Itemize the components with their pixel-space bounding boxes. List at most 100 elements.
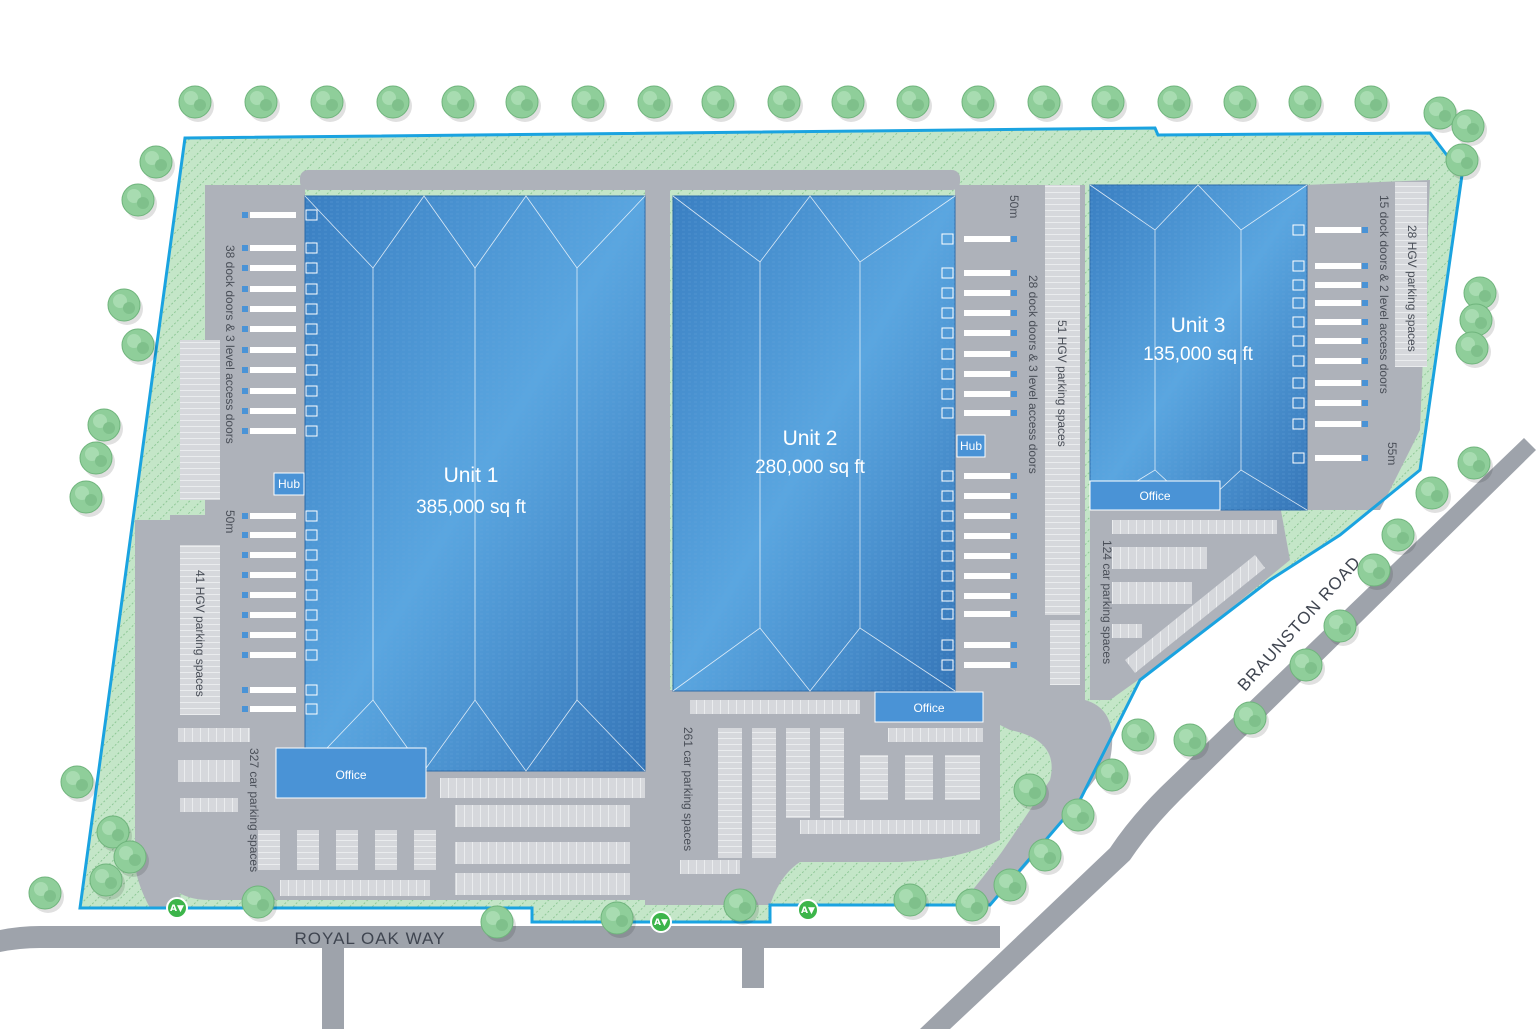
dock-bay xyxy=(941,659,1017,671)
dock-bay xyxy=(1292,224,1368,236)
tree-icon xyxy=(831,85,867,122)
access-point-middle-symbol: A▼ xyxy=(654,918,668,928)
tree-icon xyxy=(1061,798,1097,835)
tree-icon xyxy=(241,885,277,922)
tree-icon xyxy=(1415,476,1451,513)
tree-icon xyxy=(1157,85,1193,122)
dock-bay xyxy=(242,609,318,621)
dock-bay xyxy=(242,589,318,601)
unit-3-building xyxy=(1089,184,1308,511)
dock-bay xyxy=(1292,377,1368,389)
dock-bay xyxy=(941,510,1017,522)
central-spine xyxy=(645,185,670,905)
unit-1-docks-label: 38 dock doors & 3 level access doors xyxy=(223,245,237,444)
tree-icon xyxy=(1455,331,1491,368)
access-point-east-symbol: A▼ xyxy=(801,906,815,916)
unit-2-hub-label: Hub xyxy=(960,439,982,453)
dock-bay xyxy=(242,703,318,715)
unit-3-cars-label: 124 car parking spaces xyxy=(1100,540,1114,664)
dock-bay xyxy=(941,307,1017,319)
access-point-west-symbol: A▼ xyxy=(170,904,184,914)
dock-bay xyxy=(242,209,318,221)
unit-1-yard-depth: 50m xyxy=(223,510,237,533)
unit-2-area: 280,000 sq ft xyxy=(755,457,866,478)
tree-icon xyxy=(69,480,105,517)
tree-icon xyxy=(1091,85,1127,122)
tree-icon xyxy=(1289,648,1325,685)
tree-icon xyxy=(1027,85,1063,122)
tree-icon xyxy=(1381,518,1417,555)
unit-2-cars-label: 261 car parking spaces xyxy=(681,727,695,851)
roads xyxy=(0,438,1536,1029)
unit-1-building xyxy=(304,195,646,772)
tree-icon xyxy=(896,85,932,122)
unit-2-office-label: Office xyxy=(913,701,944,715)
trees xyxy=(28,85,1499,942)
unit-1-name: Unit 1 xyxy=(444,464,499,487)
dock-bay xyxy=(941,407,1017,419)
dock-bay xyxy=(242,510,318,522)
tree-icon xyxy=(1223,85,1259,122)
tree-icon xyxy=(1288,85,1324,122)
dock-bay xyxy=(242,364,318,376)
dock-bay xyxy=(242,405,318,417)
tree-icon xyxy=(1445,143,1481,180)
dock-bay xyxy=(1292,297,1368,309)
tree-icon xyxy=(1354,85,1390,122)
tree-icon xyxy=(1013,773,1049,810)
tree-icon xyxy=(893,883,929,920)
tree-icon xyxy=(121,328,157,365)
tree-icon xyxy=(1173,723,1209,760)
tree-icon xyxy=(993,868,1029,905)
tree-icon xyxy=(1323,609,1359,646)
unit-2-office: Office xyxy=(874,691,984,723)
dock-bay xyxy=(242,242,318,254)
north-access-road xyxy=(300,170,960,190)
tree-icon xyxy=(480,905,516,942)
dock-bay xyxy=(941,287,1017,299)
access-point-middle: A▼ xyxy=(650,911,672,933)
dock-bay xyxy=(941,490,1017,502)
dock-bay xyxy=(941,590,1017,602)
tree-icon xyxy=(1121,718,1157,755)
tree-icon xyxy=(376,85,412,122)
tree-icon xyxy=(310,85,346,122)
unit-2-docks-label: 28 dock doors & 3 level access doors xyxy=(1026,275,1040,474)
dock-bay xyxy=(1292,418,1368,430)
dock-bay xyxy=(941,570,1017,582)
tree-icon xyxy=(121,183,157,220)
tree-icon xyxy=(600,901,636,938)
dock-bay xyxy=(941,233,1017,245)
dock-bay xyxy=(1292,335,1368,347)
dock-bay xyxy=(941,327,1017,339)
dock-bay xyxy=(1292,279,1368,291)
tree-icon xyxy=(96,815,132,852)
tree-icon xyxy=(139,145,175,182)
unit-3-docks-label: 15 dock doors & 2 level access doors xyxy=(1377,195,1391,394)
tree-icon xyxy=(244,85,280,122)
tree-icon xyxy=(1423,96,1459,133)
unit-1-area: 385,000 sq ft xyxy=(416,497,527,518)
tree-icon xyxy=(1095,758,1131,795)
unit-3-office: Office xyxy=(1089,480,1221,511)
dock-bay xyxy=(1292,355,1368,367)
tree-icon xyxy=(637,85,673,122)
braunston-road xyxy=(920,438,1536,1029)
dock-bay xyxy=(941,368,1017,380)
dock-bay xyxy=(941,388,1017,400)
tree-icon xyxy=(701,85,737,122)
royal-oak-way-label: ROYAL OAK WAY xyxy=(295,929,446,948)
unit-3-area: 135,000 sq ft xyxy=(1143,344,1254,365)
dock-bay xyxy=(941,348,1017,360)
unit-2-hub: Hub xyxy=(956,434,986,458)
dock-doors xyxy=(242,209,1368,715)
dock-bay xyxy=(242,529,318,541)
tree-icon xyxy=(1028,838,1064,875)
dock-bay xyxy=(242,344,318,356)
access-point-east: A▼ xyxy=(797,899,819,921)
dock-bay xyxy=(941,267,1017,279)
tree-icon xyxy=(505,85,541,122)
tree-icon xyxy=(961,85,997,122)
tree-icon xyxy=(441,85,477,122)
unit-3-office-label: Office xyxy=(1139,489,1170,503)
